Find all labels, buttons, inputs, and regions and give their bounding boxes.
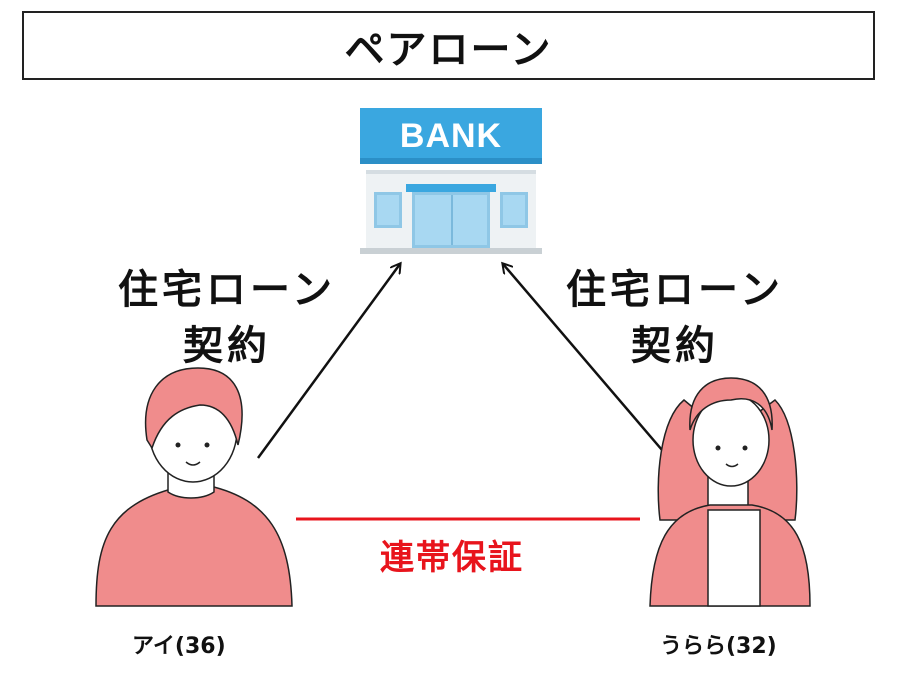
bank-door <box>412 192 490 248</box>
left-contract-arrow <box>256 264 400 459</box>
joint-guarantee-label: 連帯保証 <box>380 538 524 578</box>
bank-window-left <box>374 192 402 228</box>
left-person-illustration <box>95 367 293 607</box>
right-contract-arrow <box>503 264 663 451</box>
right-contract-label: 住宅ローン 契約 <box>566 267 784 369</box>
bank-sign: BANK <box>360 108 542 164</box>
right-person-illustration <box>649 377 811 607</box>
left-person-name: アイ(36) <box>132 634 226 659</box>
bank-awning <box>406 184 496 192</box>
right-person-name: うらら(32) <box>660 634 777 659</box>
bank-building: BANK <box>360 108 542 254</box>
bank-base <box>360 248 542 254</box>
diagram-title: ペアローン <box>22 11 875 80</box>
bank-window-right <box>500 192 528 228</box>
left-contract-label: 住宅ローン 契約 <box>118 267 336 369</box>
